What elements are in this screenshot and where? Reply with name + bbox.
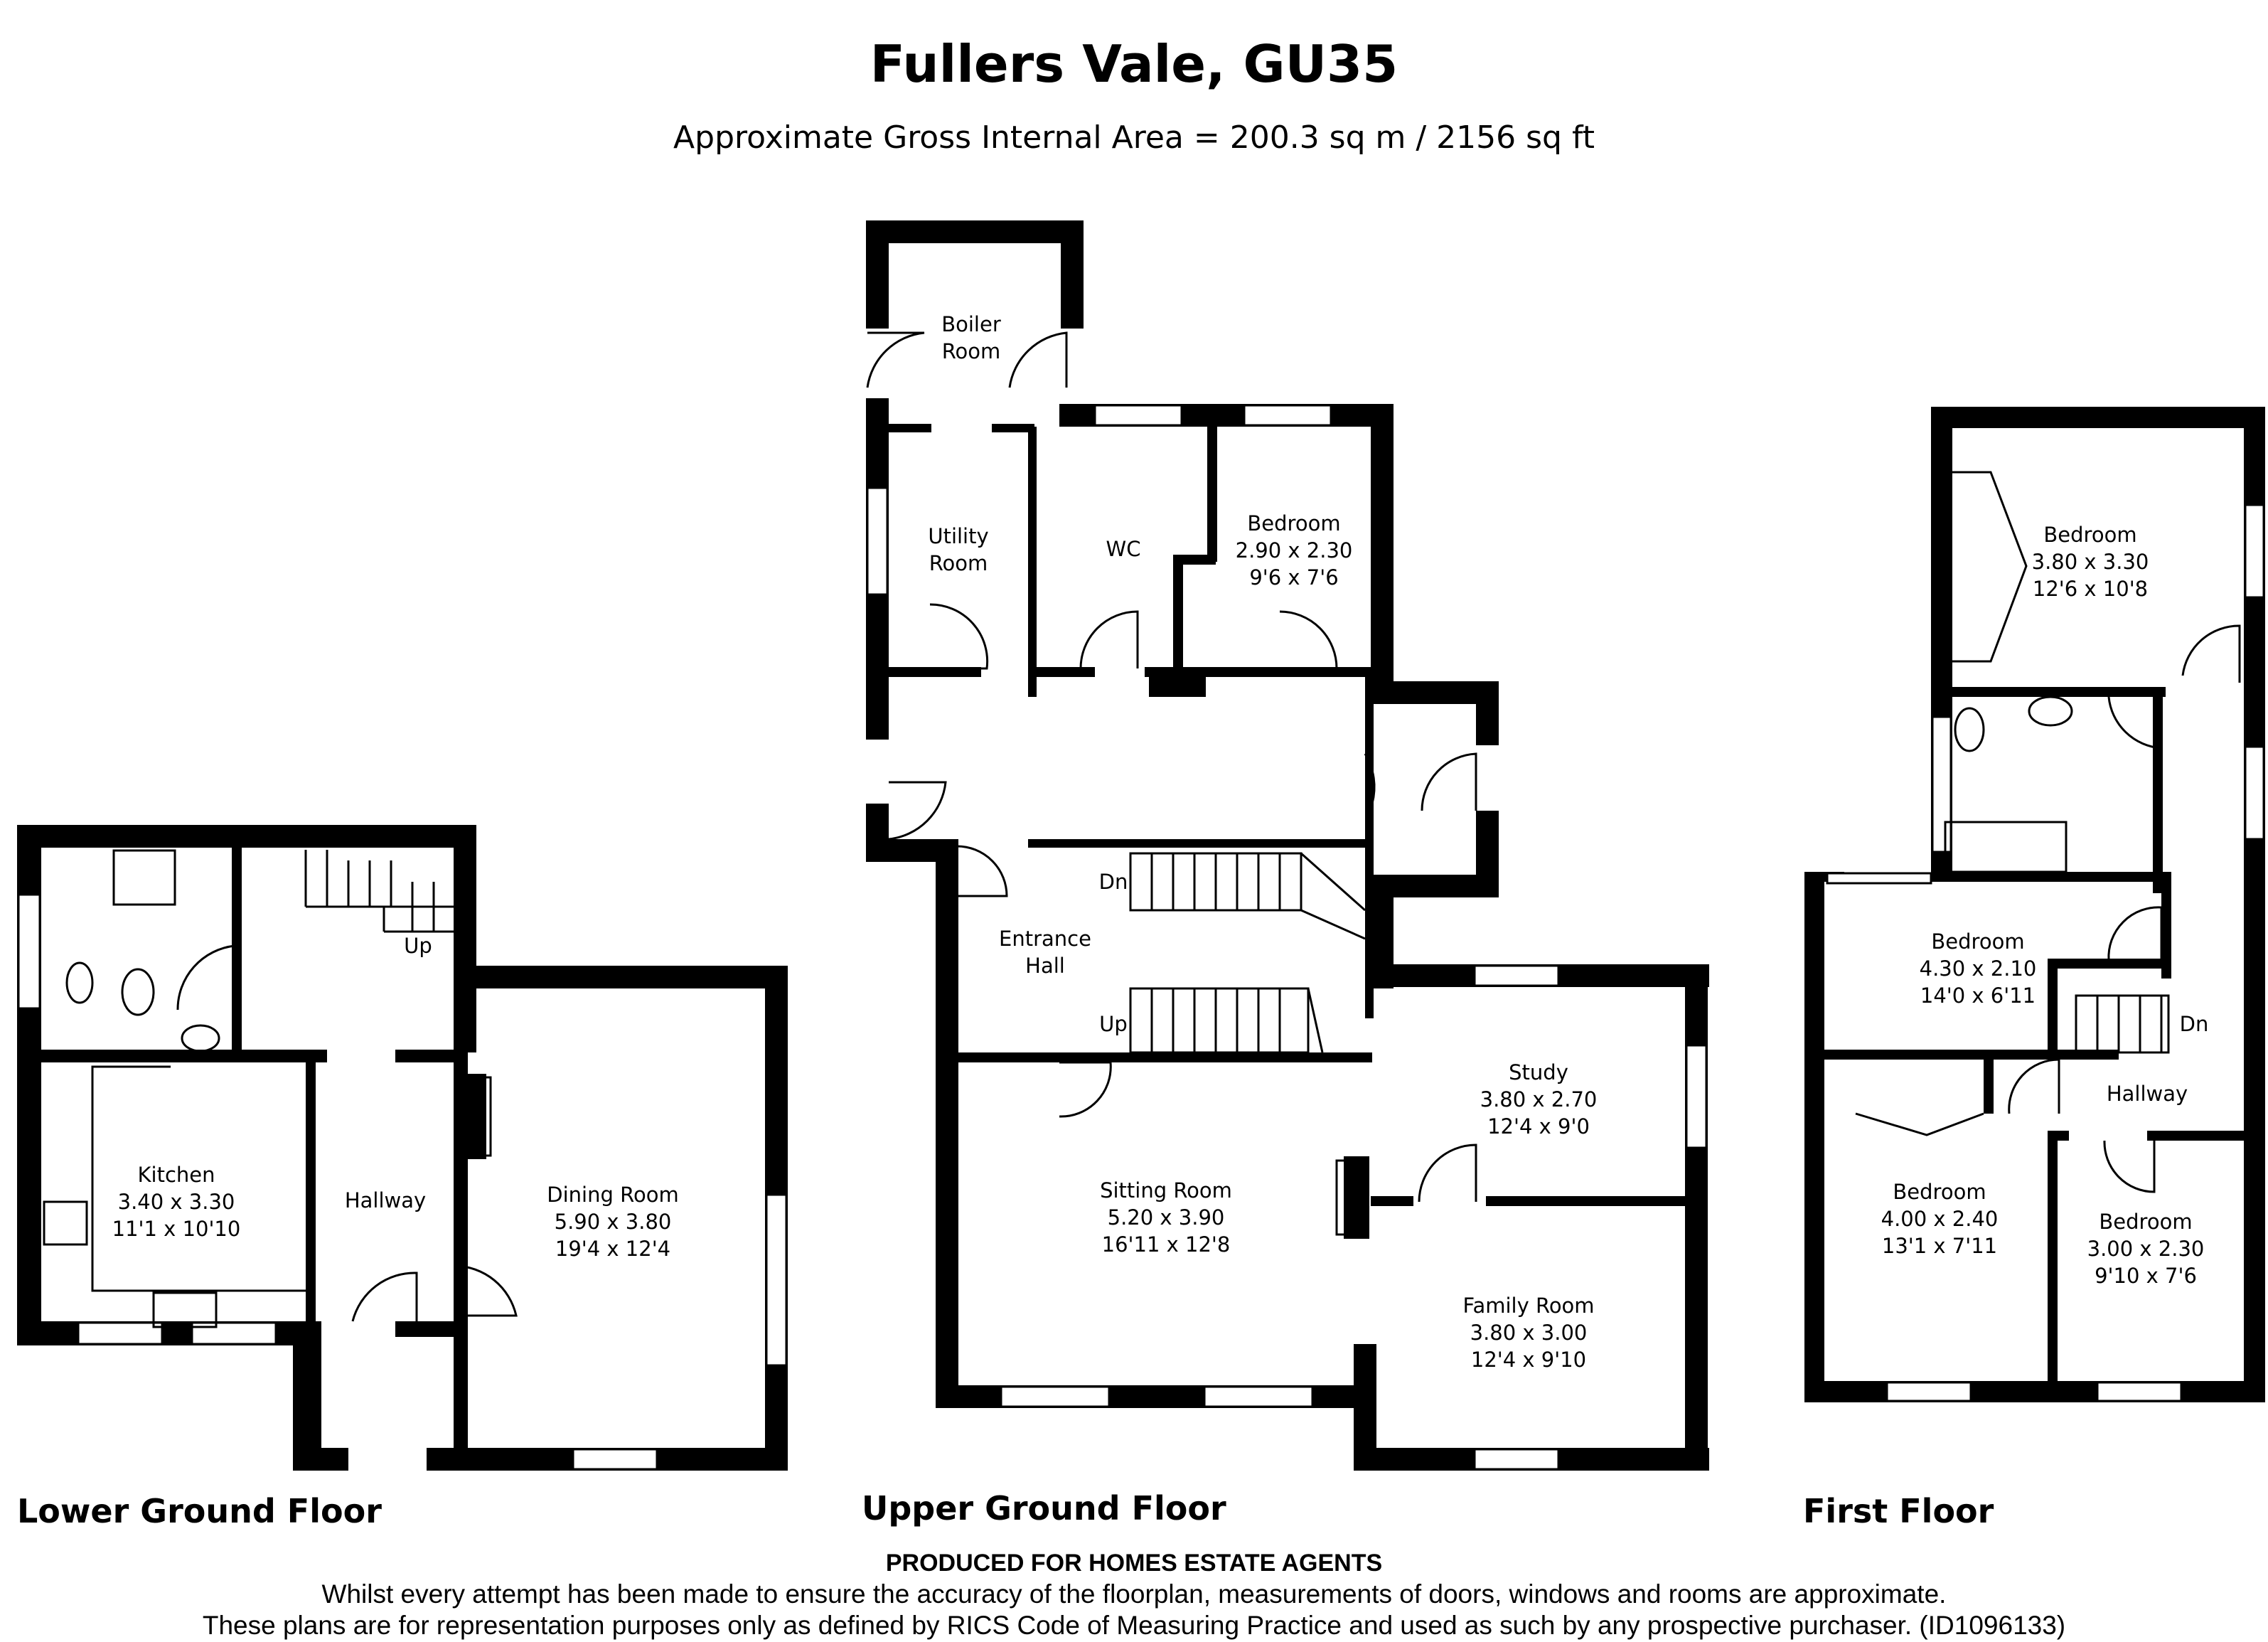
page-title: Fullers Vale, GU35 — [870, 34, 1398, 94]
kitchen-metric: 3.40 x 3.30 — [118, 1190, 235, 1214]
footer: PRODUCED FOR HOMES ESTATE AGENTS Whilst … — [0, 1547, 2268, 1641]
study-metric: 3.80 x 2.70 — [1480, 1087, 1598, 1111]
first-floor-plan — [1804, 407, 2265, 1402]
family-room-imperial: 12'4 x 9'10 — [1471, 1348, 1586, 1372]
first-floor-label: First Floor — [1803, 1492, 1994, 1530]
bedroom-4-metric: 3.00 x 2.30 — [2087, 1237, 2205, 1261]
bedroom-1-imperial: 12'6 x 10'8 — [2033, 577, 2148, 601]
upper-bedroom-metric: 2.90 x 2.30 — [1236, 538, 1353, 563]
upper-ground-floor-label: Upper Ground Floor — [862, 1489, 1226, 1528]
bedroom-3-name: Bedroom — [1893, 1180, 1986, 1204]
sitting-room-name: Sitting Room — [1100, 1178, 1232, 1203]
lower-stair-up-label: Up — [404, 934, 432, 958]
upper-ground-floor-plan — [866, 220, 1709, 1471]
bedroom-3-imperial: 13'1 x 7'11 — [1882, 1234, 1997, 1258]
dining-room-metric: 5.90 x 3.80 — [555, 1210, 672, 1234]
dining-room-imperial: 19'4 x 12'4 — [555, 1237, 670, 1261]
bedroom-2-name: Bedroom — [1931, 929, 2024, 954]
entrance-hall-name-2: Hall — [1025, 954, 1065, 978]
dining-room-name: Dining Room — [547, 1183, 678, 1207]
sitting-room-metric: 5.20 x 3.90 — [1108, 1205, 1225, 1230]
bedroom-3-metric: 4.00 x 2.40 — [1881, 1207, 1999, 1231]
study-imperial: 12'4 x 9'0 — [1487, 1114, 1590, 1139]
bedroom-2-metric: 4.30 x 2.10 — [1920, 956, 2037, 981]
lower-hallway-name: Hallway — [345, 1188, 426, 1212]
upper-stair-up-label: Up — [1099, 1012, 1128, 1036]
lower-ground-floor-plan — [17, 825, 788, 1471]
boiler-room-name: Boiler — [941, 312, 1001, 336]
family-room-name: Family Room — [1462, 1294, 1594, 1318]
area-subtitle: Approximate Gross Internal Area = 200.3 … — [673, 119, 1595, 156]
utility-room-name: Utility — [928, 524, 988, 548]
wc-name: WC — [1106, 537, 1141, 561]
bedroom-2-imperial: 14'0 x 6'11 — [1920, 983, 2036, 1008]
entrance-hall-name: Entrance — [999, 927, 1091, 951]
kitchen-imperial: 11'1 x 10'10 — [112, 1217, 241, 1241]
bedroom-1-metric: 3.80 x 3.30 — [2032, 550, 2149, 574]
sitting-room-imperial: 16'11 x 12'8 — [1102, 1232, 1231, 1257]
upper-bedroom-name: Bedroom — [1247, 511, 1340, 535]
kitchen-name: Kitchen — [138, 1163, 215, 1187]
first-hallway-name: Hallway — [2107, 1082, 2188, 1106]
bedroom-4-name: Bedroom — [2099, 1210, 2192, 1234]
produced-by: PRODUCED FOR HOMES ESTATE AGENTS — [885, 1550, 1383, 1577]
upper-bedroom-imperial: 9'6 x 7'6 — [1249, 565, 1338, 590]
utility-room-name-2: Room — [929, 551, 988, 575]
boiler-room-name-2: Room — [942, 339, 1001, 363]
study-name: Study — [1509, 1060, 1568, 1084]
lower-ground-floor-label: Lower Ground Floor — [17, 1492, 382, 1530]
disclaimer-line-2: These plans are for representation purpo… — [202, 1611, 2066, 1640]
disclaimer-line-1: Whilst every attempt has been made to en… — [321, 1579, 1947, 1609]
upper-stair-down-label: Dn — [1099, 870, 1128, 894]
bedroom-1-name: Bedroom — [2043, 523, 2136, 547]
family-room-metric: 3.80 x 3.00 — [1470, 1321, 1588, 1345]
bedroom-4-imperial: 9'10 x 7'6 — [2095, 1264, 2197, 1288]
first-stair-down-label: Dn — [2180, 1012, 2209, 1036]
